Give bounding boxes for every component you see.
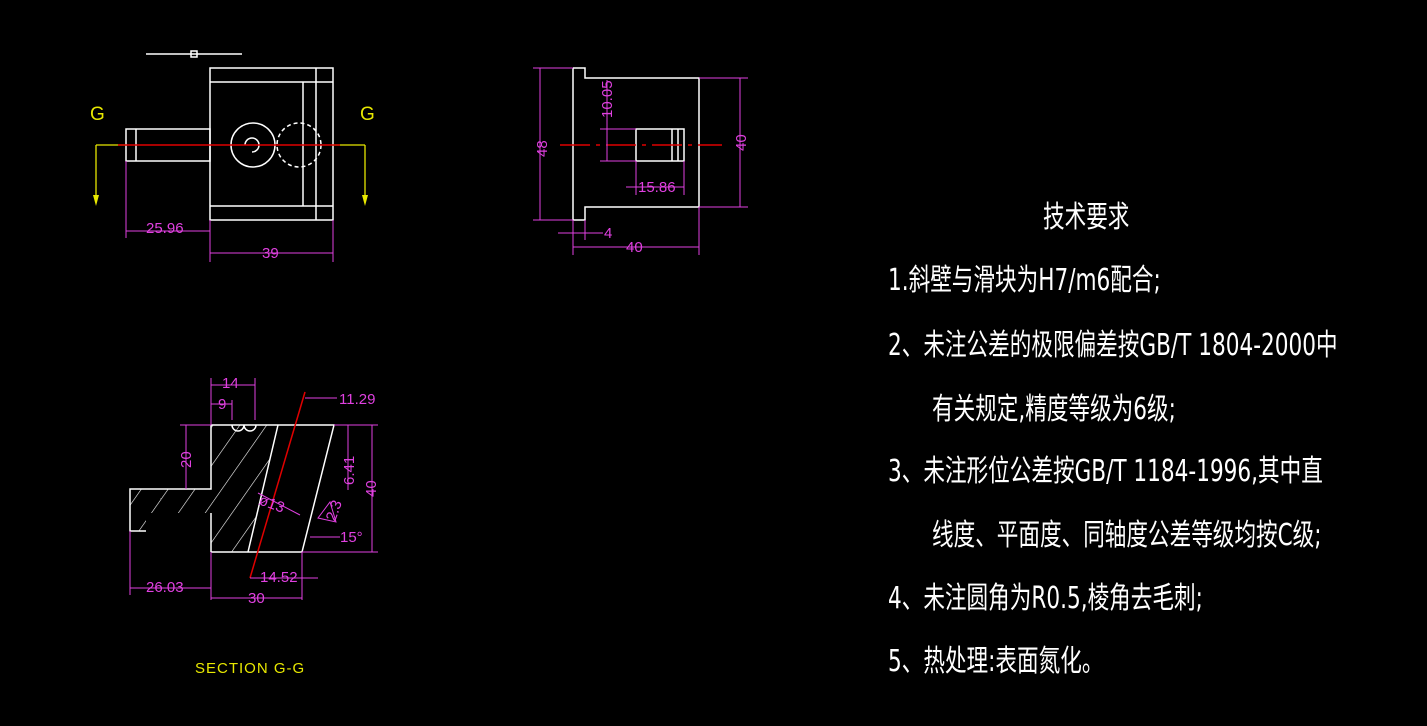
section-hole-gap: [248, 425, 334, 552]
cursor-box: [190, 50, 198, 58]
section-title: SECTION G-G: [195, 660, 305, 677]
dim-6-41: 6.41: [341, 456, 358, 485]
top-view: [125, 50, 334, 221]
roughness-2-3: 2.3: [323, 498, 346, 523]
dim-48: 48: [534, 140, 551, 157]
section-arrow-left: [93, 195, 99, 206]
side-view: [572, 67, 700, 221]
dim-30: 30: [248, 590, 265, 607]
top-dim-lines: [125, 161, 334, 262]
dim-11-29: 11.29: [339, 391, 375, 408]
dim-14-52: 14.52: [260, 569, 298, 586]
section-view: [129, 424, 335, 553]
dim-40-bottom: 40: [626, 239, 643, 256]
dim-15-86: 15.86: [638, 179, 676, 196]
dim-10-05: 10.05: [599, 80, 616, 118]
section-arrow-right: [362, 195, 368, 206]
section-mark-right: G: [360, 104, 375, 125]
section-body-outline: [211, 424, 335, 553]
dim-9: 9: [218, 396, 226, 413]
body-outline: [209, 67, 334, 221]
dim-25-96: 25.96: [146, 220, 184, 237]
dim-26-03: 26.03: [146, 579, 184, 596]
dim-4: 4: [604, 225, 612, 242]
dim-14: 14: [222, 375, 239, 392]
side-dim-lines: [533, 67, 748, 255]
section-mark-left: G: [90, 104, 105, 125]
section-centerline: [249, 391, 306, 579]
dim-angle-15: 15°: [340, 529, 363, 546]
dim-20: 20: [178, 451, 195, 468]
section-dim-lines: [129, 378, 378, 600]
dim-40-right: 40: [733, 134, 750, 151]
dim-39: 39: [262, 245, 279, 262]
dim-40-section: 40: [363, 480, 380, 497]
